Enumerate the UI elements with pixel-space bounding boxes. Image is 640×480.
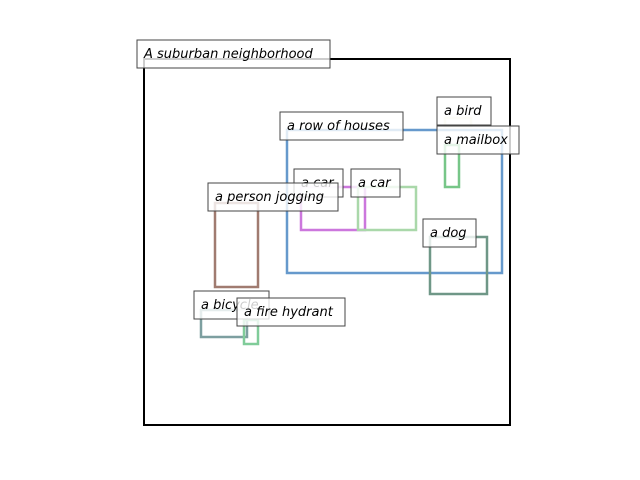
caption-text: A suburban neighborhood: [143, 47, 314, 62]
dog-label-text: a dog: [430, 226, 467, 241]
car2-label-text: a car: [358, 176, 392, 191]
caption-label: A suburban neighborhood: [136, 39, 331, 69]
car2-label: a car: [350, 168, 401, 198]
houses-label: a row of houses: [279, 111, 404, 141]
hydrant-label: a fire hydrant: [236, 297, 346, 327]
hydrant-label-text: a fire hydrant: [244, 305, 334, 320]
dog-label: a dog: [422, 218, 477, 248]
mailbox-label-text: a mailbox: [444, 133, 508, 148]
jogger-box: [213, 201, 260, 289]
jogger-label: a person jogging: [207, 182, 339, 212]
bird-label: a bird: [436, 96, 492, 126]
houses-label-text: a row of houses: [287, 119, 390, 134]
mailbox-label: a mailbox: [436, 125, 520, 155]
bird-label-text: a bird: [444, 104, 482, 119]
jogger-label-text: a person jogging: [215, 190, 324, 205]
